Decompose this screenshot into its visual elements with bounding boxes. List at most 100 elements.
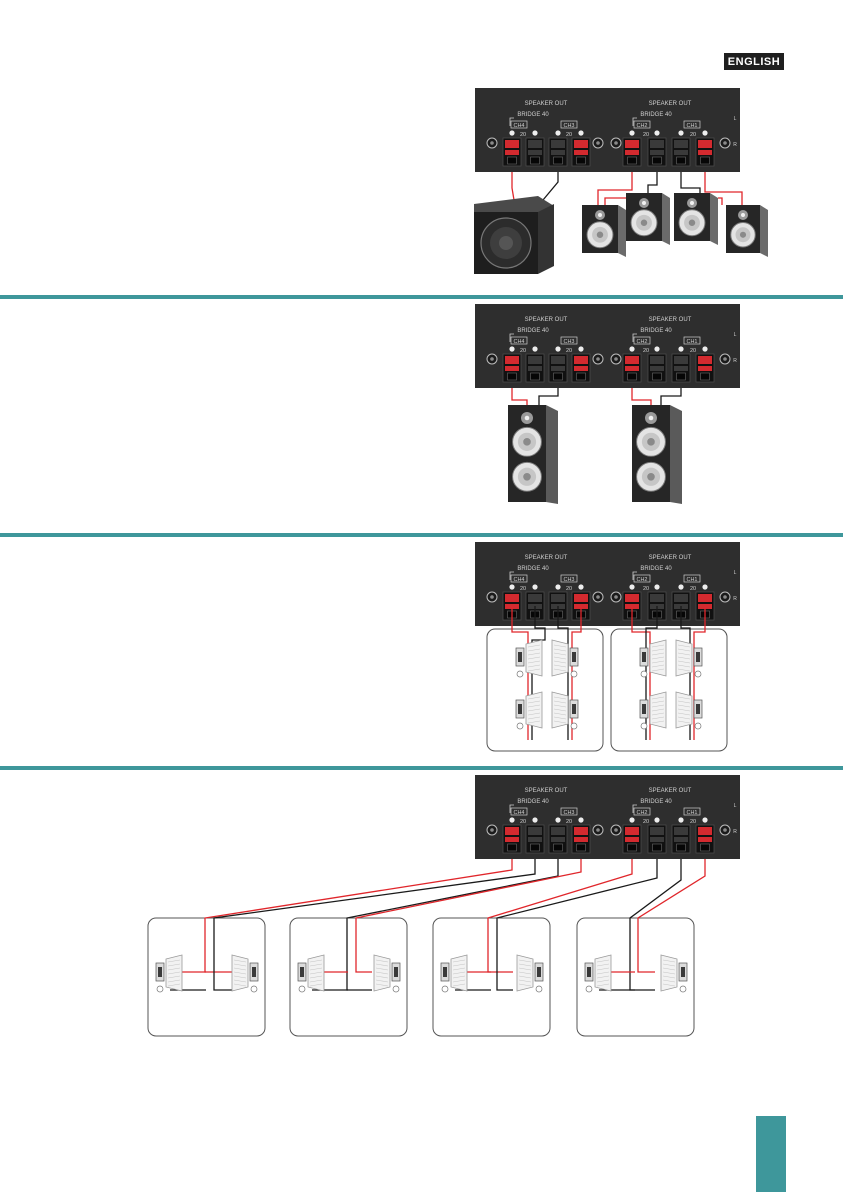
- speaker-out-label: SPEAKER OUT: [649, 555, 692, 561]
- terminal-clip-bottom: [528, 837, 542, 842]
- grille-line: [651, 660, 665, 664]
- terminal-clip-bottom: [528, 150, 542, 155]
- section-divider: [0, 295, 843, 299]
- negative-speaker-wire: [680, 606, 691, 740]
- side-mark-label: R: [733, 142, 737, 148]
- terminal-socket: [652, 843, 662, 852]
- mounting-screw-center: [723, 828, 727, 832]
- speaker-out-label: SPEAKER OUT: [525, 555, 568, 561]
- polarity-mark: [532, 817, 538, 823]
- terminal-clip-top: [574, 827, 588, 835]
- polarity-mark: [678, 584, 684, 590]
- grille-line: [527, 656, 541, 660]
- polarity-mark: [654, 584, 660, 590]
- channel-label: CH3: [563, 339, 574, 345]
- terminal-clip-bottom: [625, 837, 639, 842]
- mount-knob: [516, 670, 524, 678]
- terminal-socket: [652, 156, 662, 165]
- speaker-side: [662, 193, 670, 245]
- power-rating-label: 20: [520, 586, 526, 592]
- grille-line: [677, 652, 691, 656]
- terminal-clip-top: [650, 356, 664, 364]
- grille-line: [518, 975, 532, 979]
- grille-line: [309, 975, 323, 979]
- grille-line: [651, 696, 665, 700]
- side-mark-label: R: [733, 829, 737, 835]
- grille-line: [527, 716, 541, 720]
- bracket-joint: [394, 967, 398, 977]
- wall-speaker-icon: [231, 954, 259, 993]
- grille-line: [651, 652, 665, 656]
- grille-line: [553, 696, 567, 700]
- grille-line: [553, 648, 567, 652]
- terminal-clip-top: [698, 140, 712, 148]
- terminal-socket: [700, 843, 710, 852]
- bridge-bracket: [632, 333, 637, 342]
- mounting-screw-center: [614, 828, 618, 832]
- terminal-clip-bottom: [505, 150, 519, 155]
- grille-line: [375, 963, 389, 967]
- polarity-mark: [578, 346, 584, 352]
- channel-label: CH4: [513, 810, 524, 816]
- terminal-socket: [576, 372, 586, 381]
- channel-label-box: [683, 120, 701, 129]
- terminal-clip-bottom: [674, 366, 688, 371]
- mounting-screw-center: [723, 595, 727, 599]
- polarity-mark: [555, 584, 561, 590]
- channel-label: CH4: [513, 577, 524, 583]
- terminal-socket: [676, 843, 686, 852]
- grille-line: [677, 696, 691, 700]
- mounting-screw-center: [614, 141, 618, 145]
- side-mark-label: R: [733, 596, 737, 602]
- terminal-clip-top: [551, 356, 565, 364]
- terminal-clip-top: [674, 827, 688, 835]
- bridge-label: BRIDGE 40: [640, 112, 672, 118]
- polarity-mark: [702, 584, 708, 590]
- grille-line: [553, 660, 567, 664]
- terminal-socket: [652, 372, 662, 381]
- bridge-bracket: [509, 333, 514, 342]
- grille-line: [662, 971, 676, 975]
- bookshelf-speaker-icon: [674, 193, 718, 245]
- terminal-socket: [627, 843, 637, 852]
- mount-knob: [585, 985, 593, 993]
- terminal-clip-top: [551, 140, 565, 148]
- tweeter-dome: [642, 201, 646, 205]
- mount-knob: [694, 670, 702, 678]
- channel-label: CH4: [513, 123, 524, 129]
- terminal-clip-top: [674, 594, 688, 602]
- grille-line: [651, 656, 665, 660]
- grille-line: [167, 983, 181, 987]
- negative-speaker-wire: [645, 606, 658, 740]
- wall-speaker-icon: [584, 954, 612, 993]
- floor-speaker-icon: [632, 405, 682, 504]
- terminal-clip-bottom: [505, 366, 519, 371]
- channel-label-box: [560, 807, 578, 816]
- terminal-clip-bottom: [574, 837, 588, 842]
- grille-line: [553, 716, 567, 720]
- negative-speaker-wire: [629, 838, 682, 991]
- terminal-socket: [530, 156, 540, 165]
- terminal-clip-top: [505, 140, 519, 148]
- bracket-joint: [443, 967, 447, 977]
- grille-line: [518, 983, 532, 987]
- grille-line: [677, 704, 691, 708]
- power-rating-label: 20: [566, 819, 572, 825]
- power-rating-label: 20: [566, 132, 572, 138]
- grille-line: [651, 708, 665, 712]
- channel-label: CH1: [686, 810, 697, 816]
- bracket-joint: [537, 967, 541, 977]
- grille-line: [553, 656, 567, 660]
- terminal-clip-top: [625, 594, 639, 602]
- channel-label-box: [560, 336, 578, 345]
- terminal-clip-top: [574, 594, 588, 602]
- grille-line: [553, 652, 567, 656]
- positive-speaker-wire: [693, 606, 706, 740]
- power-rating-label: 20: [566, 586, 572, 592]
- terminal-clip-top: [625, 356, 639, 364]
- grille-line: [662, 963, 676, 967]
- mounting-screw-center: [614, 595, 618, 599]
- terminal-clip-top: [528, 140, 542, 148]
- wall-speaker-icon: [551, 691, 579, 730]
